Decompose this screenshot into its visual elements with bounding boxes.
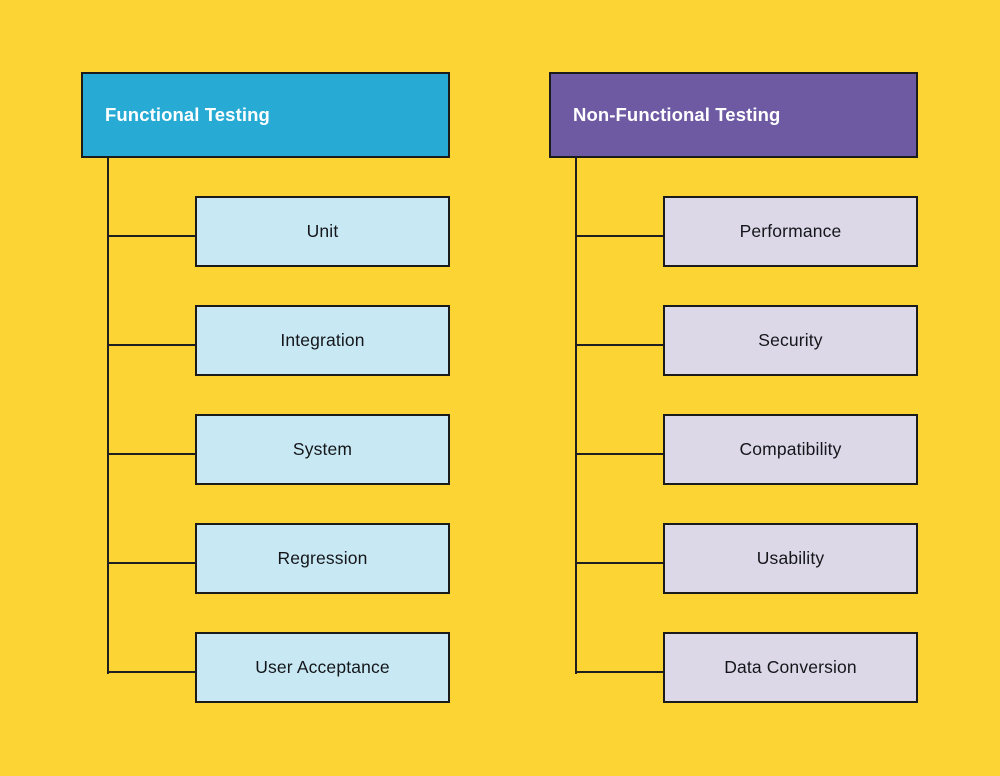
child-node-label: Integration	[280, 330, 365, 350]
child-node-label: Usability	[756, 548, 825, 568]
child-node-label: Unit	[306, 221, 339, 241]
trunk-line-functional	[107, 158, 109, 674]
branch-line-data-conversion	[575, 671, 665, 673]
branch-line-system	[107, 453, 197, 455]
branch-line-integration	[107, 344, 197, 346]
trunk-line-non-functional	[575, 158, 577, 674]
branch-line-security	[575, 344, 665, 346]
child-node-label: Regression	[277, 548, 368, 568]
child-node-security[interactable]: Security	[663, 305, 918, 376]
child-node-label: Data Conversion	[724, 657, 857, 677]
branch-line-regression	[107, 562, 197, 564]
child-node-integration[interactable]: Integration	[195, 305, 450, 376]
root-node-non-functional-testing[interactable]: Non-Functional Testing	[549, 72, 918, 158]
child-node-label: Performance	[739, 221, 842, 241]
child-node-label: User Acceptance	[255, 657, 390, 677]
child-node-label: Compatibility	[739, 439, 842, 459]
child-node-system[interactable]: System	[195, 414, 450, 485]
branch-line-unit	[107, 235, 197, 237]
child-node-usability[interactable]: Usability	[663, 523, 918, 594]
root-node-label: Non-Functional Testing	[573, 104, 781, 125]
root-node-functional-testing[interactable]: Functional Testing	[81, 72, 450, 158]
child-node-unit[interactable]: Unit	[195, 196, 450, 267]
child-node-regression[interactable]: Regression	[195, 523, 450, 594]
branch-line-performance	[575, 235, 665, 237]
child-node-label: Security	[758, 330, 823, 350]
child-node-user-acceptance[interactable]: User Acceptance	[195, 632, 450, 703]
root-node-label: Functional Testing	[105, 104, 270, 125]
child-node-label: System	[292, 439, 353, 459]
child-node-performance[interactable]: Performance	[663, 196, 918, 267]
branch-line-compatibility	[575, 453, 665, 455]
child-node-compatibility[interactable]: Compatibility	[663, 414, 918, 485]
branch-line-usability	[575, 562, 665, 564]
child-node-data-conversion[interactable]: Data Conversion	[663, 632, 918, 703]
branch-line-user-acceptance	[107, 671, 197, 673]
